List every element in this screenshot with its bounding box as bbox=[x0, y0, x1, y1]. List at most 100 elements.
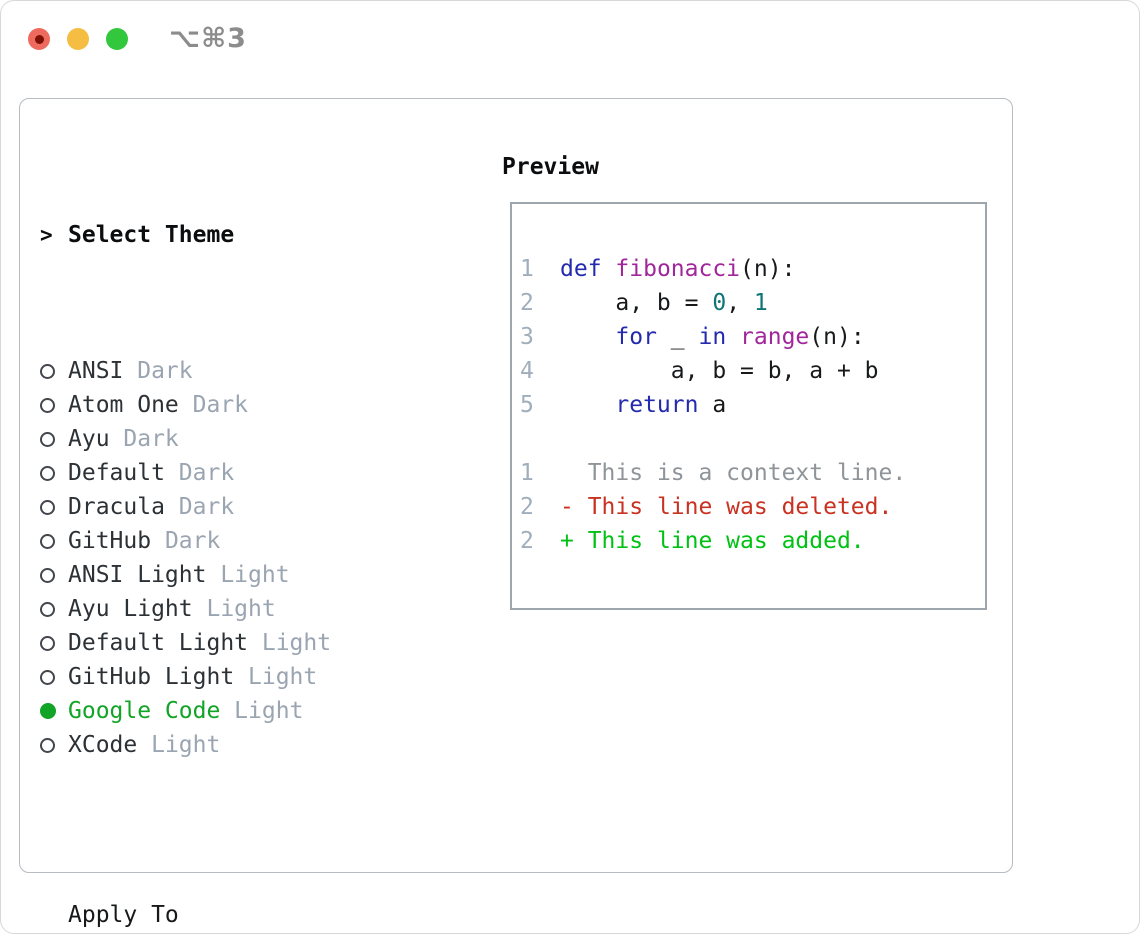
radio-icon bbox=[40, 567, 68, 583]
radio-circle bbox=[40, 499, 55, 515]
theme-name: ANSI bbox=[68, 358, 124, 384]
theme-option-ansi[interactable]: ANSI Dark bbox=[40, 354, 458, 388]
traffic-lights bbox=[28, 28, 128, 50]
theme-option-default[interactable]: Default Dark bbox=[40, 456, 458, 490]
preview-spacer bbox=[520, 422, 985, 456]
radio-icon bbox=[40, 499, 68, 515]
theme-name: ANSI Light bbox=[68, 562, 207, 588]
theme-name: XCode bbox=[68, 732, 138, 758]
code-line-2: 2 a, b = 0, 1 bbox=[520, 286, 985, 320]
diff-line-added: 2+ This line was added. bbox=[520, 524, 985, 558]
theme-name: GitHub bbox=[68, 528, 152, 554]
code-line-3: 3 for _ in range(n): bbox=[520, 320, 985, 354]
radio-circle bbox=[40, 703, 56, 719]
select-theme-label: Select Theme bbox=[68, 222, 235, 248]
theme-variant: Light bbox=[137, 732, 221, 758]
selected-radio-icon bbox=[40, 703, 68, 719]
radio-circle bbox=[40, 601, 55, 617]
radio-circle bbox=[40, 431, 55, 447]
radio-icon bbox=[40, 465, 68, 481]
radio-circle bbox=[40, 397, 55, 413]
theme-option-ayu-light[interactable]: Ayu Light Light bbox=[40, 592, 458, 626]
radio-circle bbox=[40, 635, 55, 651]
preview-header: Preview bbox=[502, 154, 599, 180]
theme-variant: Light bbox=[234, 664, 318, 690]
diff-line-context: 1 This is a context line. bbox=[520, 456, 985, 490]
radio-icon bbox=[40, 533, 68, 549]
apply-to-header: Apply To bbox=[40, 898, 458, 932]
radio-icon bbox=[40, 431, 68, 447]
diff-preview: 1 This is a context line.2- This line wa… bbox=[520, 456, 985, 558]
diff-text: This is a context line. bbox=[587, 460, 907, 486]
line-number: 4 bbox=[520, 358, 534, 384]
theme-option-dracula[interactable]: Dracula Dark bbox=[40, 490, 458, 524]
theme-option-github-light[interactable]: GitHub Light Light bbox=[40, 660, 458, 694]
radio-circle bbox=[40, 737, 55, 753]
line-number: 3 bbox=[520, 324, 534, 350]
theme-variant: Dark bbox=[123, 358, 193, 384]
minimize-button[interactable] bbox=[67, 28, 89, 50]
theme-variant: Light bbox=[248, 630, 332, 656]
theme-variant: Light bbox=[220, 698, 304, 724]
code-text: a, b = b, a + b bbox=[560, 358, 879, 384]
radio-circle bbox=[40, 669, 55, 685]
theme-variant: Dark bbox=[109, 426, 179, 452]
diff-marker: + bbox=[560, 528, 588, 554]
theme-name: Ayu Light bbox=[68, 596, 193, 622]
theme-variant: Dark bbox=[178, 392, 249, 418]
window-title: ⌥⌘3 bbox=[169, 23, 247, 54]
radio-icon bbox=[40, 363, 68, 379]
line-number: 2 bbox=[520, 494, 534, 520]
theme-option-default-light[interactable]: Default Light Light bbox=[40, 626, 458, 660]
radio-icon bbox=[40, 669, 68, 685]
theme-name: GitHub Light bbox=[68, 664, 235, 690]
line-number: 2 bbox=[520, 528, 534, 554]
theme-name: Ayu bbox=[68, 426, 110, 452]
theme-option-ayu[interactable]: Ayu Dark bbox=[40, 422, 458, 456]
diff-text: This line was deleted. bbox=[587, 494, 893, 520]
theme-option-ansi-light[interactable]: ANSI Light Light bbox=[40, 558, 458, 592]
apply-to-label: Apply To bbox=[68, 902, 179, 928]
theme-variant: Dark bbox=[164, 494, 235, 520]
diff-line-deleted: 2- This line was deleted. bbox=[520, 490, 985, 524]
theme-option-github[interactable]: GitHub Dark bbox=[40, 524, 458, 558]
theme-name: Google Code bbox=[68, 698, 221, 724]
radio-circle bbox=[40, 567, 55, 583]
theme-option-google-code[interactable]: Google Code Light bbox=[40, 694, 458, 728]
radio-circle bbox=[40, 533, 55, 549]
select-theme-header: > Select Theme bbox=[40, 218, 458, 252]
line-number: 1 bbox=[520, 256, 534, 282]
focus-chevron-icon: > bbox=[40, 223, 53, 247]
close-button[interactable] bbox=[28, 28, 50, 50]
radio-circle bbox=[40, 363, 55, 379]
zoom-button[interactable] bbox=[106, 28, 128, 50]
radio-icon bbox=[40, 397, 68, 413]
line-number: 1 bbox=[520, 460, 534, 486]
theme-variant: Light bbox=[206, 562, 290, 588]
theme-variant: Dark bbox=[164, 460, 235, 486]
radio-icon bbox=[40, 737, 68, 753]
theme-option-atom-one[interactable]: Atom One Dark bbox=[40, 388, 458, 422]
line-number: 2 bbox=[520, 290, 534, 316]
theme-variant: Dark bbox=[151, 528, 221, 554]
code-line-5: 5 return a bbox=[520, 388, 985, 422]
radio-icon bbox=[40, 601, 68, 617]
theme-name: Dracula bbox=[68, 494, 165, 520]
line-number: 5 bbox=[520, 392, 534, 418]
radio-circle bbox=[40, 465, 55, 481]
code-line-1: 1 def fibonacci(n): bbox=[520, 252, 985, 286]
titlebar: ⌥⌘3 bbox=[1, 1, 1139, 77]
theme-name: Atom One bbox=[68, 392, 179, 418]
radio-icon bbox=[40, 635, 68, 651]
theme-option-xcode[interactable]: XCode Light bbox=[40, 728, 458, 762]
code-text: a, b = 0, 1 bbox=[560, 290, 768, 316]
diff-marker: - bbox=[560, 494, 588, 520]
theme-name: Default Light bbox=[68, 630, 249, 656]
code-text: def fibonacci(n): bbox=[560, 256, 796, 282]
